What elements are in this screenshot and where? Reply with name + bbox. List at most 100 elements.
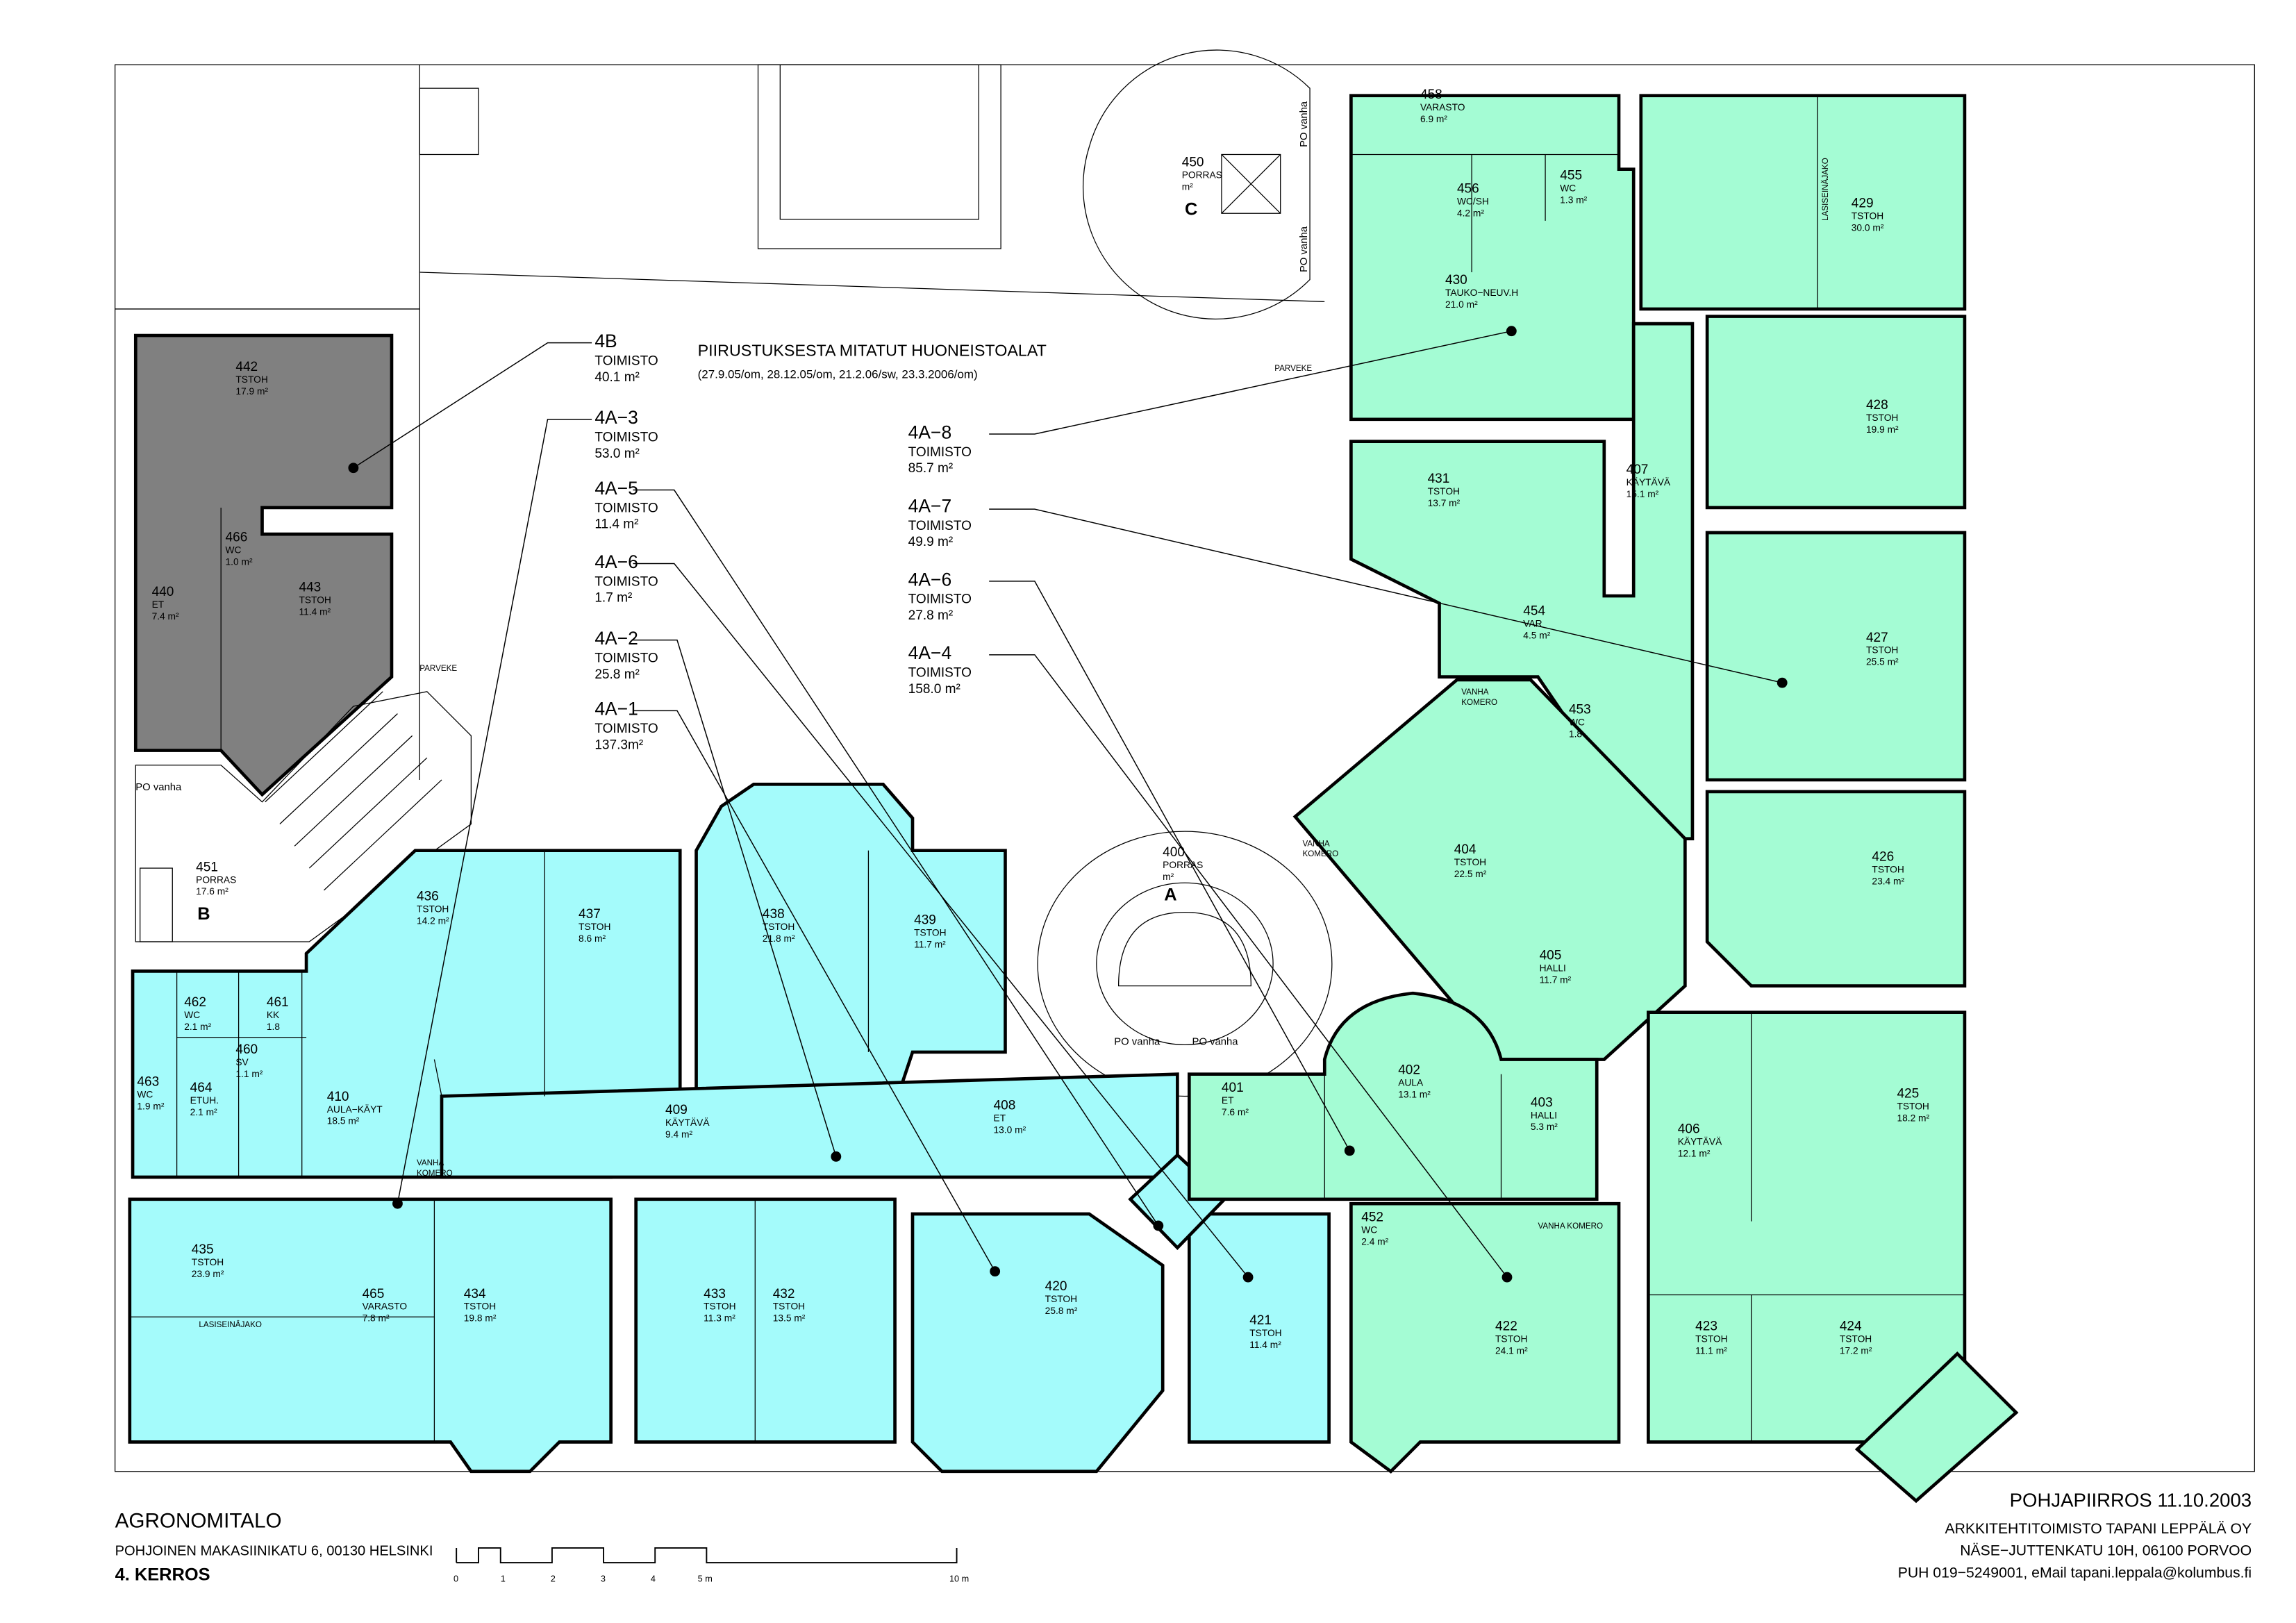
room-area: 17.2 m²: [1840, 1345, 1872, 1356]
plan-notes: PARVEKE PARVEKE VANHA KOMERO VANHA KOMER…: [135, 101, 1830, 1329]
room-name: TSTOH: [1866, 413, 1898, 423]
room-name: TSTOH: [1852, 211, 1883, 222]
stair-letter-C: C: [1185, 199, 1197, 219]
scale-tick-label: 3: [601, 1574, 606, 1584]
note-po-vanha: PO vanha: [1299, 226, 1310, 272]
room-number: 429: [1852, 197, 1874, 211]
room-name: TSTOH: [192, 1257, 224, 1267]
room-area: 23.9 m²: [192, 1269, 224, 1279]
architect-contact: PUH 019−5249001, eMail tapani.leppala@ko…: [1898, 1565, 2252, 1581]
architect-address: NÄSE−JUTTENKATU 10H, 06100 PORVOO: [1960, 1542, 2252, 1559]
note-parveke: PARVEKE: [1274, 364, 1312, 373]
room-area: 7.8 m²: [363, 1313, 390, 1324]
room-name: WC: [184, 1010, 200, 1020]
room-area: 5.3 m²: [1531, 1122, 1558, 1132]
apartment-id: 4A−4: [908, 642, 952, 663]
room-name: TSTOH: [763, 922, 795, 932]
apartment-area: 53.0 m²: [594, 447, 640, 461]
room-number: 401: [1222, 1081, 1244, 1095]
stair-letter-A: A: [1164, 885, 1176, 905]
apartment-type: TOIMISTO: [594, 722, 658, 736]
note-vanha: VANHA: [1461, 688, 1488, 697]
apartment-type: TOIMISTO: [594, 574, 658, 589]
apartment-type: TOIMISTO: [594, 431, 658, 445]
room-number: 407: [1627, 463, 1649, 477]
room-number: 440: [152, 585, 174, 599]
room-name: TSTOH: [1695, 1333, 1727, 1344]
room-area: 7.6 m²: [1222, 1107, 1249, 1117]
room-name: TSTOH: [704, 1301, 735, 1312]
room-name: KÄYTÄVÄ: [665, 1117, 710, 1128]
room-area: 18.5 m²: [327, 1116, 360, 1126]
room-area: 4.5 m²: [1523, 631, 1550, 641]
apartment-area: 25.8 m²: [594, 667, 640, 682]
building-name: AGRONOMITALO: [115, 1509, 282, 1532]
room-number: 456: [1457, 182, 1479, 197]
note-po-vanha: PO vanha: [1192, 1036, 1239, 1047]
room-area: m²: [1182, 181, 1193, 192]
room-number: 430: [1445, 273, 1467, 288]
room-area: 11.4 m²: [1249, 1340, 1281, 1350]
room-area: 13.0 m²: [994, 1124, 1026, 1135]
note-lasiseinajako: LASISEINÄJAKO: [199, 1320, 262, 1329]
apartment-type: TOIMISTO: [594, 501, 658, 515]
room-name: TSTOH: [1428, 486, 1460, 497]
apartment-type: TOIMISTO: [594, 353, 658, 368]
apartment-area: 1.7 m²: [594, 591, 632, 606]
apartment-area: 158.0 m²: [908, 682, 960, 697]
room-name: ET: [1222, 1095, 1234, 1106]
room-number: 452: [1361, 1210, 1383, 1225]
room-name: TSTOH: [1897, 1101, 1929, 1112]
room-number: 458: [1420, 88, 1442, 102]
apartment-id: 4A−8: [908, 422, 952, 442]
interior-walls-west: [129, 850, 870, 1442]
room-name: WC: [137, 1090, 153, 1100]
room-area: 11.7 m²: [914, 939, 946, 949]
room-area: 1.0 m²: [226, 557, 253, 567]
apartment-id: 4B: [594, 331, 617, 351]
room-name: KÄYTÄVÄ: [1627, 476, 1671, 488]
room-name: AULA: [1398, 1078, 1424, 1088]
room-area: 25.8 m²: [1045, 1306, 1078, 1316]
room-area: 17.9 m²: [235, 386, 268, 397]
room-number: 466: [226, 531, 248, 545]
room-number: 442: [235, 360, 258, 374]
room-area: 11.1 m²: [1695, 1345, 1727, 1356]
room-number: 423: [1695, 1319, 1717, 1333]
apartment-type: TOIMISTO: [908, 445, 972, 460]
apartment-id: 4A−2: [594, 628, 638, 649]
room-name: PORRAS: [1163, 860, 1203, 870]
room-number: 425: [1897, 1087, 1919, 1101]
room-number: 408: [994, 1099, 1016, 1113]
room-number: 436: [417, 890, 439, 904]
room-name: TSTOH: [417, 904, 449, 915]
room-name: ET: [994, 1113, 1006, 1124]
room-number: 453: [1569, 703, 1591, 717]
room-area: 2.1 m²: [190, 1107, 217, 1117]
room-number: 421: [1249, 1313, 1272, 1328]
